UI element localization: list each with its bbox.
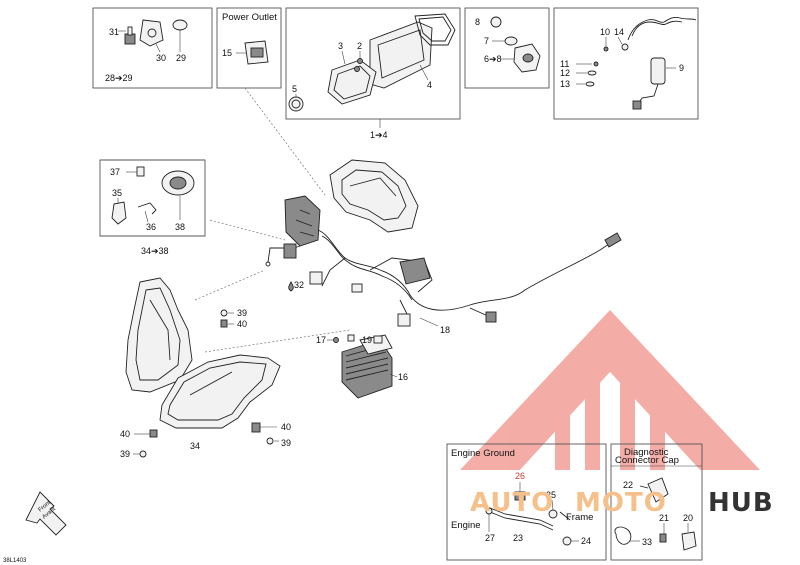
callout-33: 33 xyxy=(642,537,652,547)
callout-37: 37 xyxy=(110,167,120,177)
callout-12: 12 xyxy=(560,68,570,78)
instrument-cluster xyxy=(329,159,419,233)
watermark-hub: HUB xyxy=(708,488,774,518)
bulb-37 xyxy=(136,166,145,177)
front-direction-arrow xyxy=(25,491,67,536)
callout-21: 21 xyxy=(659,513,669,523)
panel-title-power-outlet: Power Outlet xyxy=(222,12,277,23)
watermark-logo xyxy=(460,310,760,470)
callout-30: 30 xyxy=(156,53,166,63)
nut-7 xyxy=(504,36,518,46)
callout-19: 19 xyxy=(362,335,372,345)
ref-28-29: 28➔29 xyxy=(105,73,133,83)
callout-15: 15 xyxy=(222,48,232,58)
gasket-4b xyxy=(414,13,456,46)
panel-title-diagnostic-2: Connector Cap xyxy=(615,455,679,466)
callout-4: 4 xyxy=(427,80,432,90)
callout-9: 9 xyxy=(679,63,684,73)
panel-9-14 xyxy=(553,7,699,120)
bulb-31 xyxy=(124,33,136,45)
callout-39-c: 39 xyxy=(281,438,291,448)
callout-11: 11 xyxy=(560,59,569,69)
callout-39-a: 39 xyxy=(237,308,247,318)
callout-7: 7 xyxy=(484,36,489,46)
callout-13: 13 xyxy=(560,79,570,89)
label-engine: Engine xyxy=(451,520,481,531)
callout-10: 10 xyxy=(600,27,610,37)
ref-1-4: 1➔4 xyxy=(370,130,388,140)
callout-31: 31 xyxy=(109,27,119,37)
callout-38: 38 xyxy=(175,222,185,232)
callout-40-a: 40 xyxy=(237,319,247,329)
module-9 xyxy=(650,57,666,85)
headlamp-lens-34 xyxy=(159,354,281,429)
callout-27: 27 xyxy=(485,533,495,543)
callout-20: 20 xyxy=(683,513,693,523)
callout-5: 5 xyxy=(292,84,297,94)
callout-23: 23 xyxy=(513,533,523,543)
panel-1-5 xyxy=(285,7,461,120)
callout-34: 34 xyxy=(190,441,200,451)
callout-40-c: 40 xyxy=(281,422,291,432)
bulb-35 xyxy=(111,201,127,225)
panel-power-outlet xyxy=(216,7,282,89)
gauge-5 xyxy=(288,96,304,112)
callout-18: 18 xyxy=(440,325,450,335)
panel-6-8 xyxy=(464,7,550,89)
ring-29 xyxy=(172,19,188,31)
callout-3: 3 xyxy=(338,41,343,51)
panel-title-engine-ground: Engine Ground xyxy=(451,448,515,459)
ref-6-8: 6➔8 xyxy=(484,54,502,64)
panel-34-38 xyxy=(99,159,206,237)
callout-40-b: 40 xyxy=(120,429,130,439)
reference-lines xyxy=(194,87,351,353)
callout-35: 35 xyxy=(112,188,122,198)
callout-39-b: 39 xyxy=(120,449,130,459)
watermark-auto: AUTO xyxy=(470,488,554,518)
callout-17: 17 xyxy=(316,335,326,345)
panel-diagnostic-cap xyxy=(610,443,703,561)
headlamp-rear-housing xyxy=(125,277,193,393)
sealant-drop-32 xyxy=(288,280,294,292)
callout-22: 22 xyxy=(623,480,633,490)
panel-title-diagnostic-1: Diagnostic xyxy=(624,447,669,458)
callout-26: 26 xyxy=(515,471,525,481)
callout-16: 16 xyxy=(398,372,408,382)
callout-24: 24 xyxy=(581,536,591,546)
ref-34-38: 34➔38 xyxy=(141,246,169,256)
callout-14: 14 xyxy=(614,27,624,37)
voltage-regulator-16 xyxy=(341,334,398,399)
callout-25: 25 xyxy=(546,490,556,500)
callout-36: 36 xyxy=(146,222,156,232)
clip-36 xyxy=(137,202,157,215)
cap-8 xyxy=(490,16,502,28)
callout-8-top: 8 xyxy=(475,17,480,27)
callout-32: 32 xyxy=(294,280,304,290)
bracket-30 xyxy=(139,19,164,47)
wiring-harness-18 xyxy=(265,195,622,327)
watermark-moto: MOTO xyxy=(575,488,667,518)
callout-2: 2 xyxy=(357,41,362,51)
callout-29: 29 xyxy=(176,53,186,63)
label-frame: Frame xyxy=(566,512,593,523)
panel-28-31 xyxy=(92,7,213,89)
watermark-text: AUTO MOTO HUB xyxy=(470,488,774,518)
panel-engine-ground xyxy=(446,443,607,561)
drawing-reference: 38L1403 xyxy=(3,558,27,564)
bulb-14 xyxy=(621,43,629,51)
